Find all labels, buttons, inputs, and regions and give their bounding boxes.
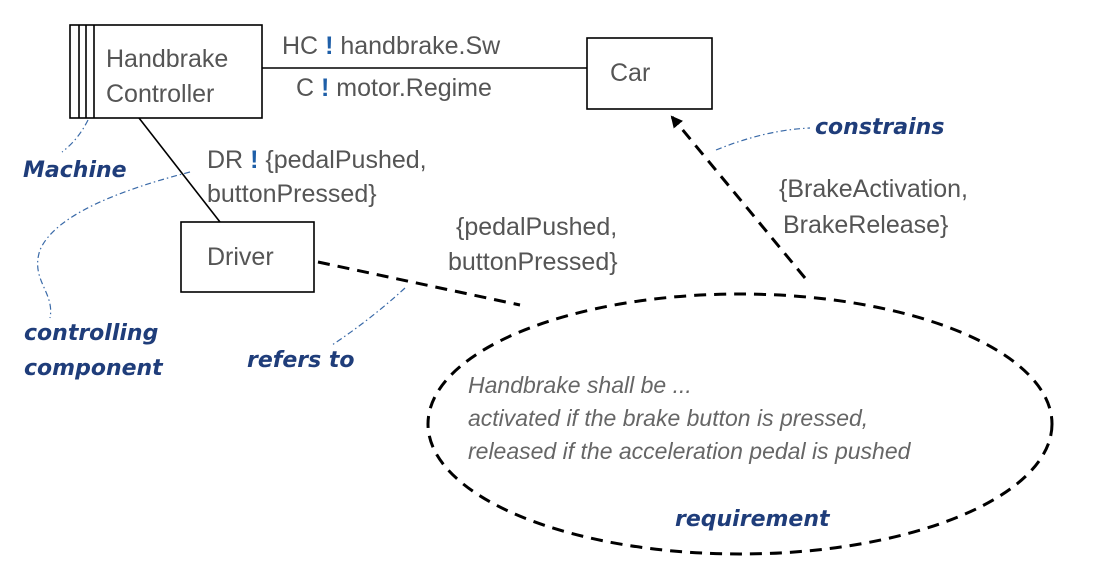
refers-phenomena-line2: buttonPressed}	[448, 248, 618, 276]
interface-dr-label: DR ! {pedalPushed,	[207, 146, 427, 174]
annotation-controlling-line1: controlling	[24, 321, 159, 346]
interface-hc-bang: !	[325, 32, 334, 60]
refers-to-line	[317, 260, 521, 307]
refers-to-leader	[331, 287, 406, 346]
interface-dr-phenomena-line2: buttonPressed}	[207, 180, 377, 208]
annotation-refers-to: refers to	[247, 348, 355, 373]
requirement-text-line3: released if the acceleration pedal is pu…	[468, 438, 911, 464]
interface-hc-phenomena: handbrake.Sw	[340, 32, 501, 60]
interface-c-prefix: C	[296, 74, 315, 102]
constrains-leader	[715, 127, 811, 151]
annotation-machine: Machine	[23, 158, 127, 183]
driver-label: Driver	[207, 243, 274, 271]
machine-leader	[61, 119, 89, 153]
annotation-controlling-line2: component	[24, 356, 163, 381]
machine-box	[69, 24, 263, 119]
interface-c-phenomena: motor.Regime	[336, 74, 492, 102]
car-box	[586, 37, 713, 110]
machine-label-line1: Handbrake	[106, 45, 229, 73]
driver-box	[180, 221, 315, 293]
interface-dr-bang: !	[250, 146, 259, 174]
constrains-phenomena-line1: {BrakeActivation,	[779, 175, 968, 203]
interface-c-bang: !	[321, 74, 330, 102]
car-label: Car	[610, 59, 651, 87]
requirement-text-line2: activated if the brake button is pressed…	[468, 405, 869, 431]
annotation-constrains: constrains	[815, 115, 945, 140]
interface-c-label: C ! motor.Regime	[296, 74, 492, 102]
interface-dr-phenomena-line1: {pedalPushed,	[265, 146, 427, 174]
refers-phenomena-line1: {pedalPushed,	[456, 213, 618, 241]
constrains-arrow	[670, 115, 807, 279]
requirement-ellipse	[426, 292, 1054, 556]
annotation-requirement: requirement	[675, 507, 830, 532]
interface-dr-prefix: DR	[207, 146, 244, 174]
interface-hc-prefix: HC	[282, 32, 319, 60]
requirement-text-line1: Handbrake shall be ...	[468, 372, 692, 398]
interface-hc-label: HC ! handbrake.Sw	[282, 32, 500, 60]
machine-driver-interface-line	[138, 117, 221, 223]
controlling-component-leader	[37, 171, 191, 319]
machine-label-line2: Controller	[106, 80, 215, 108]
constrains-phenomena-line2: BrakeRelease}	[783, 211, 949, 239]
